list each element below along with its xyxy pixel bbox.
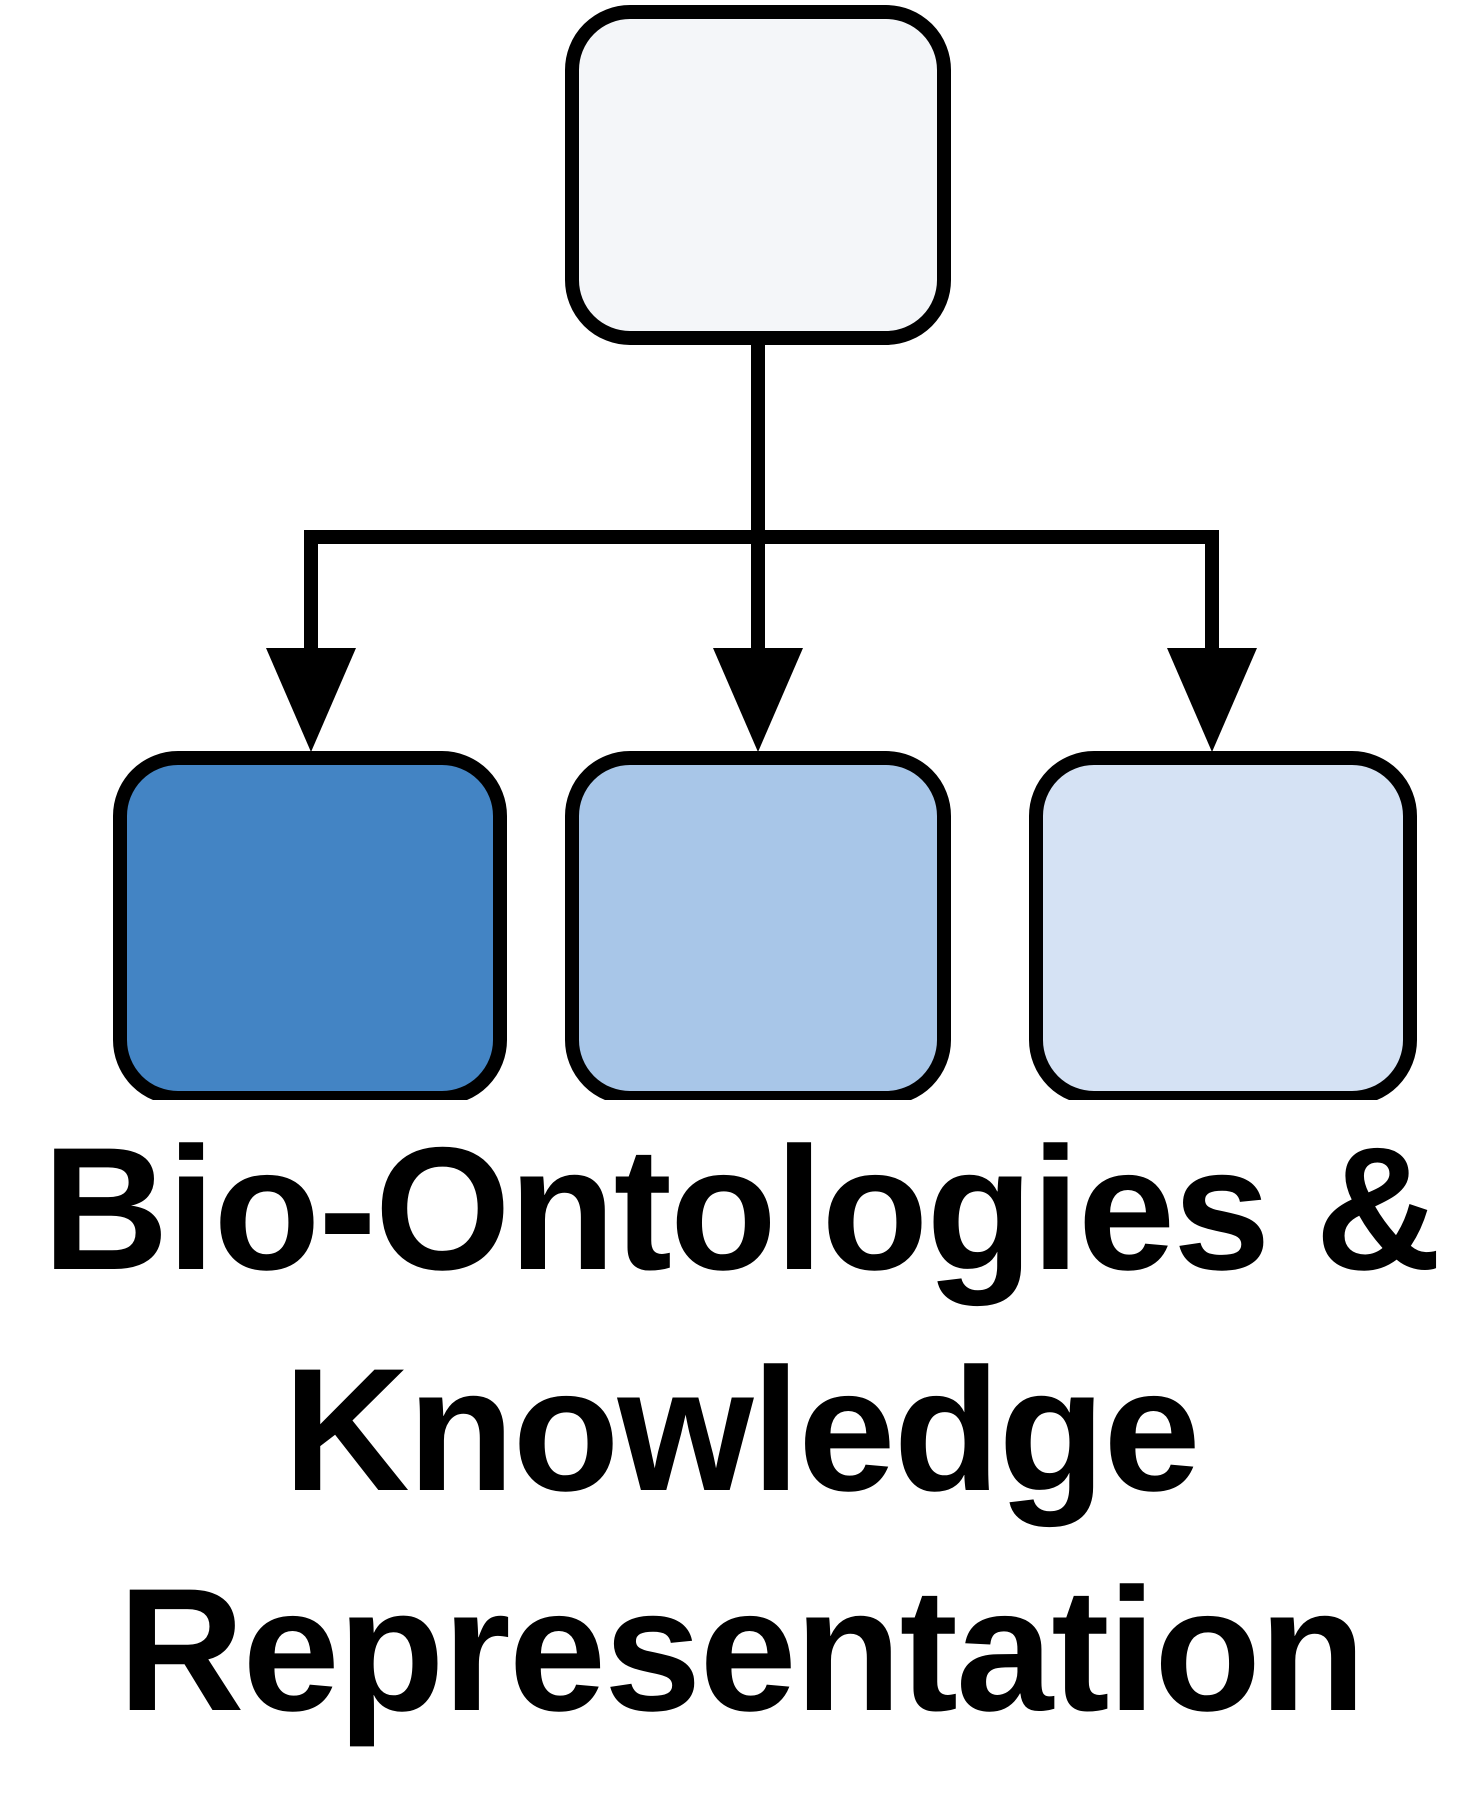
caption-line-3: Representation	[118, 1553, 1366, 1748]
hierarchy-diagram-canvas	[113, 5, 1417, 1100]
arrowhead-right-icon	[1167, 648, 1257, 752]
hierarchy-diagram	[113, 5, 1417, 1100]
root-node	[565, 5, 951, 345]
child-node-2	[565, 751, 951, 1100]
caption-line-2: Knowledge	[283, 1332, 1200, 1528]
connector-branch-bar	[304, 530, 1219, 662]
child-node-1	[113, 751, 507, 1100]
connector-lines	[304, 332, 1219, 662]
caption-line-1: Bio-Ontologies &	[42, 1112, 1441, 1307]
child-node-3	[1029, 751, 1417, 1100]
arrowhead-middle-icon	[713, 648, 803, 752]
arrowhead-left-icon	[266, 648, 356, 752]
diagram-caption: Bio-Ontologies & Knowledge Representatio…	[0, 1100, 1482, 1762]
